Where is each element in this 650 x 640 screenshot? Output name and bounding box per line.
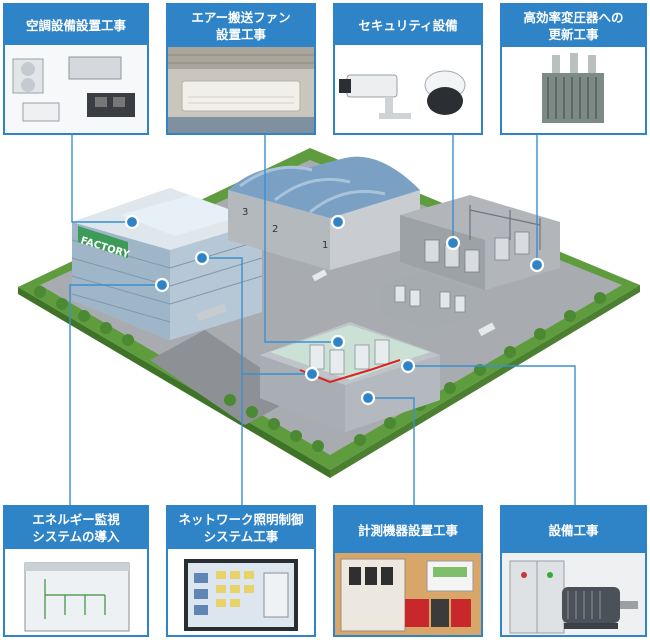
- card-energy-title: エネルギー監視 システムの導入: [5, 507, 147, 549]
- ceiling-fan-unit-photo: [168, 47, 314, 133]
- road: [150, 330, 300, 425]
- energy-marker: [154, 277, 170, 293]
- card-fan-title: エアー搬送ファン 設置工事: [168, 5, 314, 47]
- substation: [380, 195, 560, 330]
- card-transformer-title: 高効率変圧器への 更新工事: [502, 5, 645, 47]
- warehouse-buildings: [228, 156, 420, 270]
- lighting-marker: [194, 250, 210, 266]
- hvac-marker: [124, 214, 140, 230]
- air-conditioner-units-photo: [5, 45, 147, 133]
- trees: [34, 286, 606, 452]
- truck-2: [311, 269, 328, 282]
- equipment-marker: [400, 358, 416, 374]
- card-hvac-title: 空調設備設置工事: [5, 5, 147, 45]
- card-security-title: セキュリティ設備: [335, 5, 481, 45]
- building-number-3: 3: [242, 207, 248, 218]
- measure-marker-1: [304, 366, 320, 382]
- transformer-marker: [529, 257, 545, 273]
- electric-motor-photo: [502, 553, 645, 635]
- card-security: セキュリティ設備: [333, 3, 483, 135]
- connector-lines: [69, 134, 576, 507]
- card-equipment-title: 設備工事: [502, 507, 645, 553]
- card-lighting-title: ネットワーク照明制御 システム工事: [168, 507, 314, 549]
- card-hvac: 空調設備設置工事: [3, 3, 149, 135]
- card-equipment: 設備工事: [500, 505, 647, 637]
- card-measure-title: 計測機器設置工事: [335, 507, 481, 553]
- measure-marker-2: [360, 390, 376, 406]
- callout-dots: [124, 214, 545, 406]
- building-number-2: 2: [272, 224, 278, 235]
- fan-marker: [330, 334, 346, 350]
- truck: [477, 322, 496, 337]
- monitoring-screen-photo: [5, 549, 147, 635]
- security-marker: [445, 235, 461, 251]
- office-building: [71, 188, 263, 340]
- grass-base-edge-right: [330, 285, 640, 478]
- parking-area: [196, 303, 227, 322]
- lighting-control-screen-photo: [168, 549, 314, 635]
- grass-base-edge: [18, 287, 330, 478]
- card-measure: 計測機器設置工事: [333, 505, 483, 637]
- transformer-photo: [502, 47, 645, 133]
- card-energy: エネルギー監視 システムの導入: [3, 505, 149, 637]
- measuring-instruments-photo: [335, 553, 481, 635]
- building-number-1: 1: [322, 240, 328, 251]
- card-fan: エアー搬送ファン 設置工事: [166, 3, 316, 135]
- card-lighting: ネットワーク照明制御 システム工事: [166, 505, 316, 637]
- warehouse-marker: [330, 214, 346, 230]
- card-transformer: 高効率変圧器への 更新工事: [500, 3, 647, 135]
- security-camera-photo: [335, 45, 481, 133]
